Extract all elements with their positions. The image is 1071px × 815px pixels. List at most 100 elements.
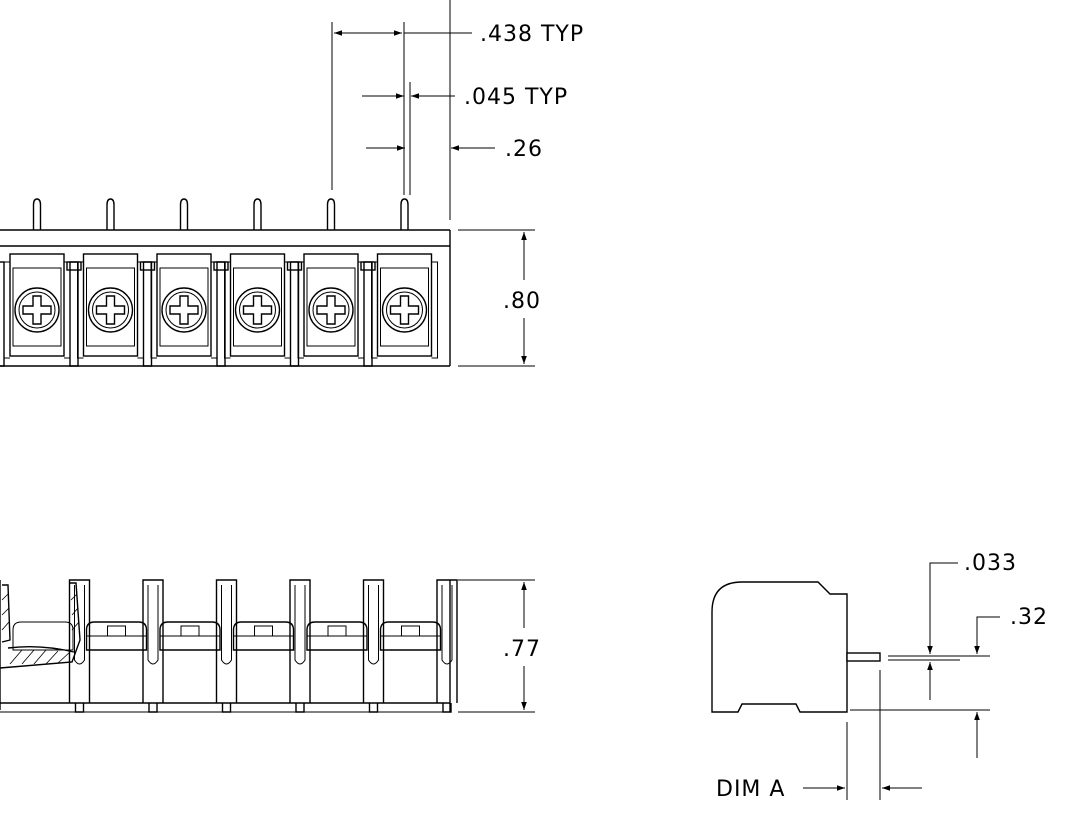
top-height-label: .80 (503, 289, 541, 314)
cell-inner (306, 267, 356, 347)
front-barrier-slot (147, 585, 159, 665)
pin (400, 198, 409, 230)
cell-frame (303, 253, 359, 357)
barrier (216, 261, 226, 367)
pin (253, 198, 262, 230)
front-barrier-slot (441, 585, 453, 665)
pin (326, 198, 336, 230)
barrier-edge (0, 261, 5, 367)
clip-right (64, 261, 71, 359)
cell-frame (82, 253, 139, 357)
clip-left (150, 261, 157, 359)
front-foot (368, 703, 379, 713)
pin (106, 198, 115, 230)
front-barrier-slot (221, 585, 232, 665)
dima-label: DIM A (716, 777, 785, 802)
cell-frame (9, 253, 65, 357)
front-barrier (436, 579, 458, 703)
pitch-label: .438 TYP (480, 22, 584, 47)
clip-right (358, 261, 365, 359)
front-barrier (362, 579, 385, 703)
screw-rim (312, 291, 350, 329)
pin (179, 198, 189, 230)
barrier-cap (139, 261, 156, 271)
screw-head (308, 287, 354, 333)
cell-inner (12, 267, 62, 347)
pin-thk-label: .033 (964, 551, 1017, 576)
cell-inner (233, 267, 282, 347)
barrier (142, 261, 153, 367)
clip-left (3, 261, 10, 359)
screw-rim (165, 291, 203, 329)
front-barrier-slot (74, 585, 85, 665)
front-saddle (306, 621, 368, 651)
front-screw-slot (254, 625, 273, 636)
phillips-recess (242, 295, 273, 325)
screw-head (234, 287, 281, 333)
side-pin (846, 652, 881, 662)
front-dimensions: .77 (458, 579, 541, 713)
top-dimensions: .438 TYP .045 TYP .26 .80 (331, 0, 584, 367)
pin-height-label: .32 (1010, 605, 1048, 630)
screw-head (14, 287, 60, 333)
barrier-cap (286, 261, 303, 271)
front-saddle (85, 621, 148, 651)
front-barrier (289, 579, 311, 703)
clip-right (284, 261, 291, 359)
phillips-recess (22, 295, 52, 325)
front-barrier (142, 579, 164, 703)
clip-left (224, 261, 231, 359)
clip-left (297, 261, 304, 359)
barrier-cap (360, 261, 376, 271)
screw-head (87, 287, 134, 333)
cell-inner (86, 267, 135, 347)
front-barrier-slot (368, 585, 379, 665)
front-screw-slot (180, 625, 200, 636)
front-foot (148, 703, 158, 713)
front-foot (221, 703, 232, 713)
pin-height-leader (976, 616, 1000, 625)
barrier-cap (66, 261, 82, 271)
front-screw-slot (401, 625, 420, 636)
clip-right (137, 261, 144, 359)
cell-frame (229, 253, 286, 357)
screw-rim (92, 291, 129, 329)
front-saddle (12, 621, 74, 651)
front-saddle (159, 621, 221, 651)
clip-left (77, 261, 84, 359)
cell-frame (156, 253, 212, 357)
phillips-recess (389, 295, 420, 325)
pin-width-label: .045 TYP (464, 85, 568, 110)
front-barrier (68, 579, 91, 703)
front-screw-slot (107, 625, 126, 636)
phillips-recess (169, 295, 199, 325)
front-saddle (379, 621, 442, 651)
side-body-outline (711, 581, 848, 713)
clip-left (371, 261, 378, 359)
barrier-cap (213, 261, 229, 271)
clip-right (211, 261, 218, 359)
front-screw-slot (327, 625, 347, 636)
pin-offset-label: .26 (505, 137, 543, 162)
front-height-label: .77 (503, 637, 541, 662)
front-cells (0, 579, 458, 713)
barrier (289, 261, 300, 367)
cell-inner (380, 267, 429, 347)
barrier (69, 261, 79, 367)
clip-right (431, 261, 438, 359)
section-hatch (0, 582, 81, 669)
side-view: .033 .32 DIM A (711, 551, 1048, 802)
front-saddle (232, 621, 295, 651)
phillips-recess (316, 295, 346, 325)
top-pins (32, 198, 409, 230)
screw-rim (18, 291, 56, 329)
front-foot (295, 703, 305, 713)
cell-frame (376, 253, 433, 357)
pin-thk-leader (929, 562, 958, 608)
front-foot (74, 703, 85, 713)
barrier (363, 261, 373, 367)
phillips-recess (95, 295, 126, 325)
screw-head (161, 287, 207, 333)
screw-rim (386, 291, 423, 329)
